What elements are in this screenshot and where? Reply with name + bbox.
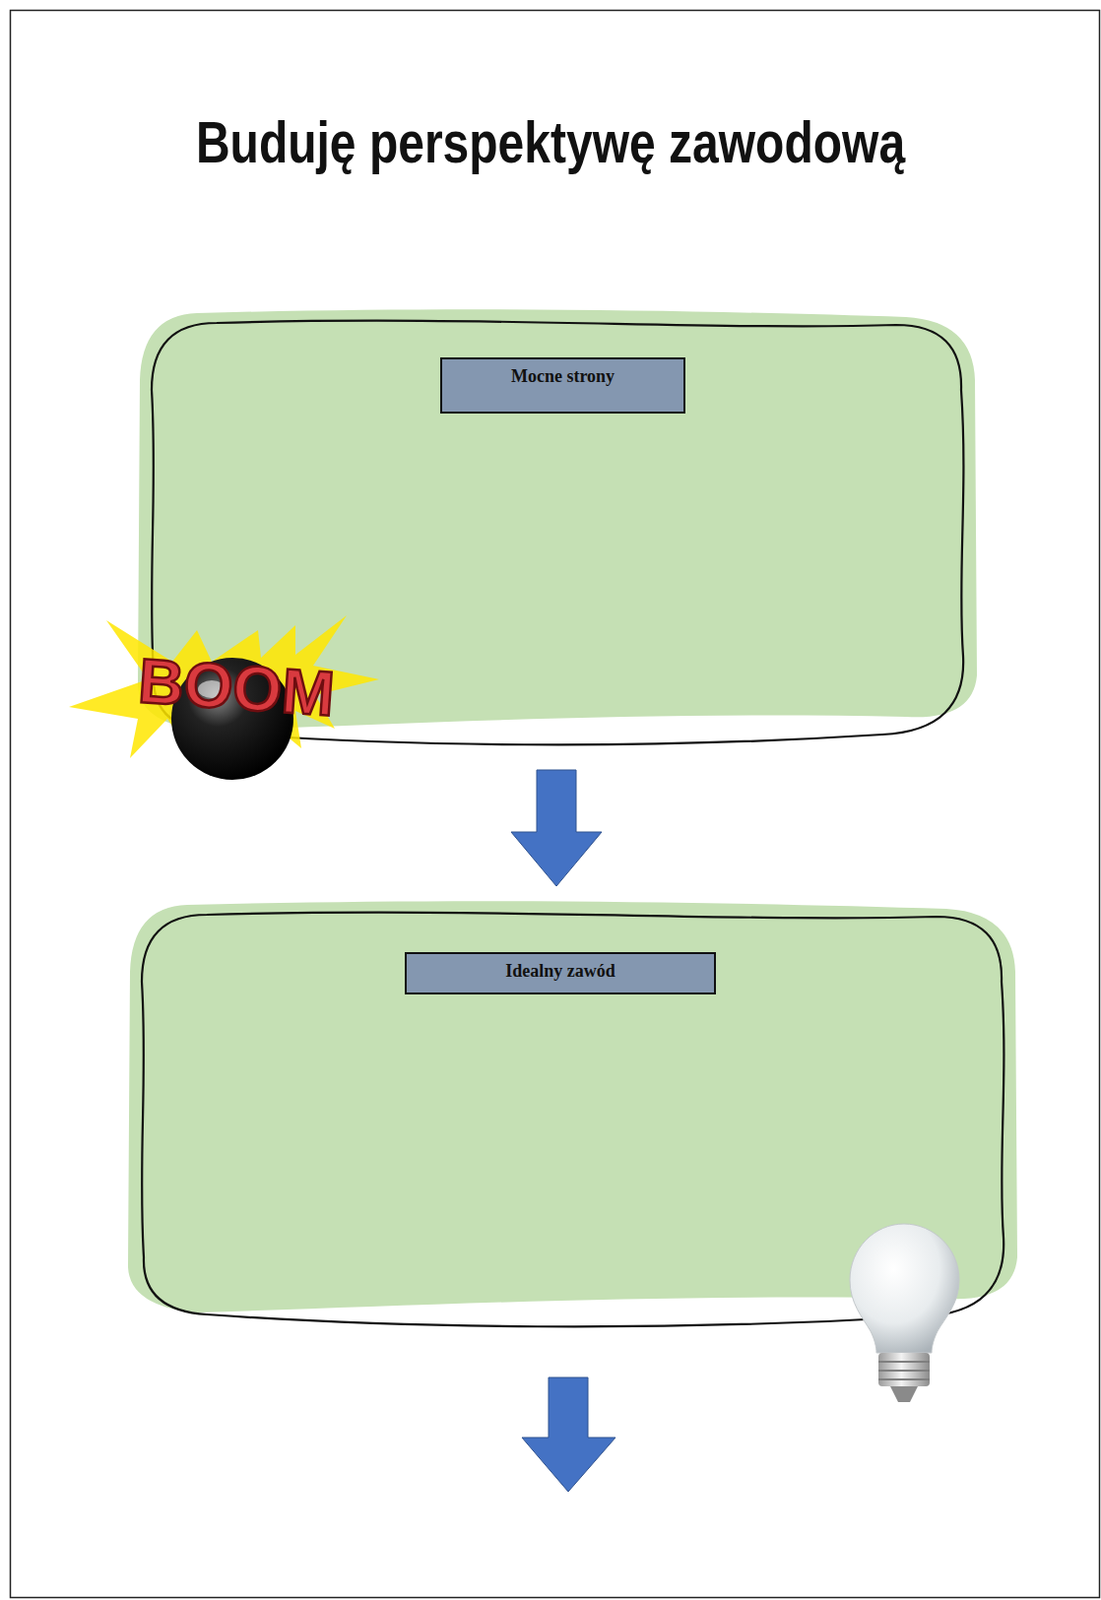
process-box: Idealny zawód	[137, 912, 1006, 1327]
down-arrow	[521, 1377, 616, 1492]
heading-label: Mocne strony	[440, 357, 686, 414]
process-box: Mocne strony	[147, 321, 966, 745]
bomb-illustration: BOOM	[68, 615, 380, 780]
lightbulb-illustration	[849, 1224, 960, 1403]
block-arrow	[511, 770, 602, 887]
boom-text: BOOM	[135, 645, 337, 730]
heading-label: Idealny zawód	[404, 952, 716, 995]
title: Buduję perspektywę zawodową	[110, 110, 991, 176]
